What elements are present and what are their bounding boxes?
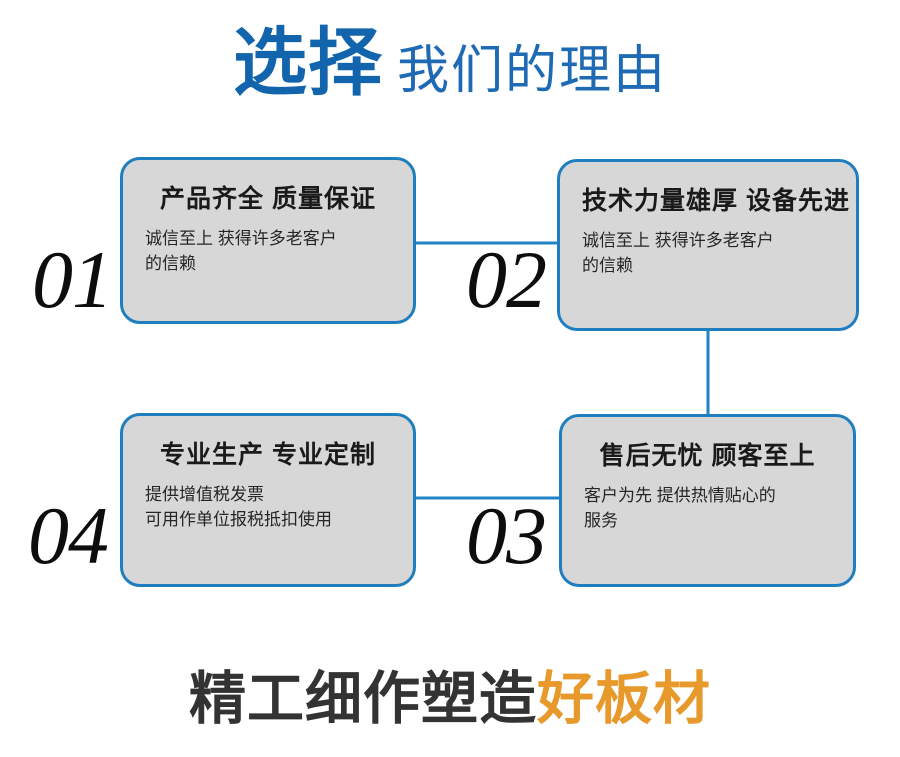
card-number-02: 02 <box>466 234 547 325</box>
card-number-04: 04 <box>28 490 109 581</box>
card-number-03: 03 <box>466 490 547 581</box>
footer-slogan-dark: 精工细作塑造 <box>189 667 537 731</box>
feature-card-03[interactable]: 售后无忧 顾客至上 客户为先 提供热情贴心的 服务 <box>559 414 856 587</box>
feature-card-04-body: 提供增值税发票 可用作单位报税抵扣使用 <box>145 482 391 533</box>
feature-card-01-body-line-2: 的信赖 <box>145 254 196 273</box>
feature-card-04-title: 专业生产 专业定制 <box>160 441 376 469</box>
feature-card-04[interactable]: 专业生产 专业定制 提供增值税发票 可用作单位报税抵扣使用 <box>120 413 416 587</box>
feature-card-01-title: 产品齐全 质量保证 <box>160 185 376 213</box>
feature-card-02-body: 诚信至上 获得许多老客户 的信赖 <box>582 228 834 279</box>
feature-card-02-body-line-2: 的信赖 <box>582 256 633 275</box>
feature-card-02-title: 技术力量雄厚 设备先进 <box>582 187 850 215</box>
feature-card-03-body: 客户为先 提供热情贴心的 服务 <box>584 483 831 534</box>
feature-card-01-body-line-1: 诚信至上 获得许多老客户 <box>145 228 337 248</box>
feature-card-01-body: 诚信至上 获得许多老客户 的信赖 <box>145 226 391 277</box>
footer-slogan-accent: 好板材 <box>537 667 711 731</box>
feature-card-02-body-line-1: 诚信至上 获得许多老客户 <box>582 230 774 250</box>
page-title-strong: 选择 <box>232 21 383 104</box>
page-title: 选择我们的理由 <box>0 26 900 100</box>
feature-card-04-body-line-1: 提供增值税发票 <box>145 484 264 504</box>
feature-card-03-title: 售后无忧 顾客至上 <box>599 442 816 470</box>
card-number-01: 01 <box>32 234 113 325</box>
page-title-light: 我们的理由 <box>396 42 667 100</box>
feature-card-04-body-line-2: 可用作单位报税抵扣使用 <box>145 510 332 529</box>
feature-card-03-body-line-2: 服务 <box>584 511 618 530</box>
feature-card-02[interactable]: 技术力量雄厚 设备先进 诚信至上 获得许多老客户 的信赖 <box>557 159 859 331</box>
page-footer-slogan: 精工细作塑造好板材 <box>0 671 900 728</box>
feature-card-01[interactable]: 产品齐全 质量保证 诚信至上 获得许多老客户 的信赖 <box>120 157 416 324</box>
feature-card-03-body-line-1: 客户为先 提供热情贴心的 <box>584 485 776 505</box>
